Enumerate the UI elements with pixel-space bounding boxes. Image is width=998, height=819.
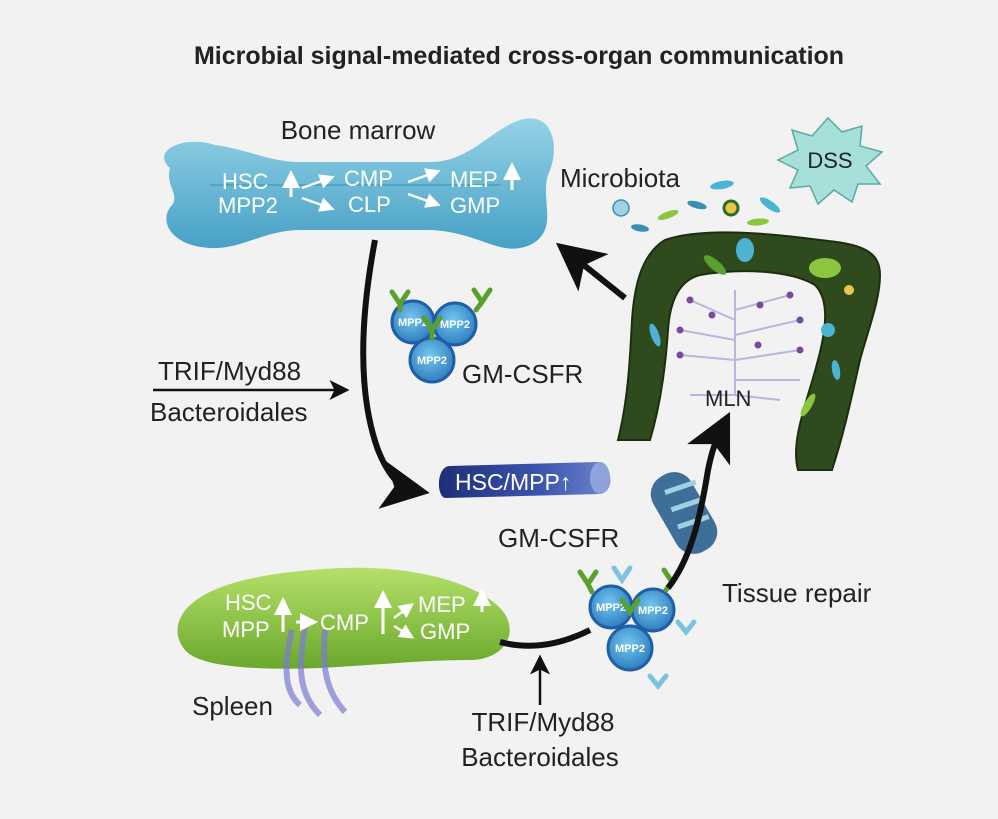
gm-csfr-mid-label: GM-CSFR — [498, 523, 619, 553]
bone-cell-states: HSC MPP2 CMP CLP MEP GMP — [218, 162, 521, 218]
spleen-mep: MEP — [418, 592, 466, 617]
hsc-mpp-banner — [438, 462, 611, 498]
signal-bottom-line1: TRIF/Myd88 — [471, 707, 614, 737]
arrow-to-mep — [407, 168, 441, 184]
signal-left-line1: TRIF/Myd88 — [158, 356, 301, 386]
cluster-top-cell-a: MPP2 — [398, 317, 428, 329]
tissue-repair-label: Tissue repair — [722, 578, 872, 608]
arrow-to-clp — [301, 196, 335, 212]
spleen-mpp: MPP — [222, 617, 270, 642]
cluster-top-cell-c: MPP2 — [417, 355, 447, 367]
dss-label: DSS — [807, 148, 852, 173]
cluster-mid-cell-c: MPP2 — [615, 643, 645, 655]
bone-mpp2: MPP2 — [218, 193, 278, 218]
microbiota-label: Microbiota — [560, 163, 680, 193]
cluster-top-cell-b: MPP2 — [440, 319, 470, 331]
bone-hsc: HSC — [222, 169, 269, 194]
bone-marrow-shape — [164, 118, 554, 249]
mpp2-cluster-mid: MPP2 MPP2 MPP2 — [577, 565, 697, 691]
signal-left-line2: Bacteroidales — [150, 397, 308, 427]
mesenteric-lymphatics — [679, 290, 801, 401]
arrow-to-cmp — [301, 174, 335, 190]
arrow-to-gmp — [407, 192, 441, 208]
arrow-bone-to-hsc — [360, 239, 430, 509]
figure-title: Microbial signal-mediated cross-organ co… — [194, 42, 844, 70]
spleen-cell-states: HSC MPP CMP MEP GMP — [222, 588, 491, 644]
bone-clp: CLP — [348, 192, 391, 217]
arrow-colon-to-bone — [555, 242, 627, 301]
bone-cmp: CMP — [344, 166, 393, 191]
signal-bottom-line2: Bacteroidales — [461, 742, 619, 772]
cluster-mid-cell-b: MPP2 — [638, 605, 668, 617]
bone-marrow-label: Bone marrow — [281, 115, 436, 145]
colon-shape — [616, 231, 882, 471]
spleen-label: Spleen — [192, 691, 273, 721]
mln-label: MLN — [705, 386, 751, 411]
spleen-gmp: GMP — [420, 619, 470, 644]
arrow-to-spleen-gmp — [393, 624, 415, 639]
spleen-shape — [177, 567, 510, 718]
spleen-hsc: HSC — [225, 590, 272, 615]
hsc-mpp-banner-label: HSC/MPP↑ — [455, 469, 571, 495]
connector-spleen-to-cluster — [499, 627, 592, 649]
lymph-nodes — [676, 291, 804, 359]
bone-gmp: GMP — [450, 193, 500, 218]
tissue-repair-organelle — [650, 472, 718, 554]
mpp2-cluster-top: MPP2 MPP2 MPP2 — [389, 287, 493, 384]
spleen-cmp: CMP — [320, 610, 369, 635]
dss-burst — [776, 116, 884, 206]
bone-mep: MEP — [450, 167, 498, 192]
arrow-to-spleen-mep — [393, 603, 414, 619]
gm-csfr-top-label: GM-CSFR — [462, 359, 583, 389]
arrow-cluster-to-mln — [665, 411, 731, 590]
microbes — [612, 180, 781, 232]
cluster-mid-cell-a: MPP2 — [596, 602, 626, 614]
